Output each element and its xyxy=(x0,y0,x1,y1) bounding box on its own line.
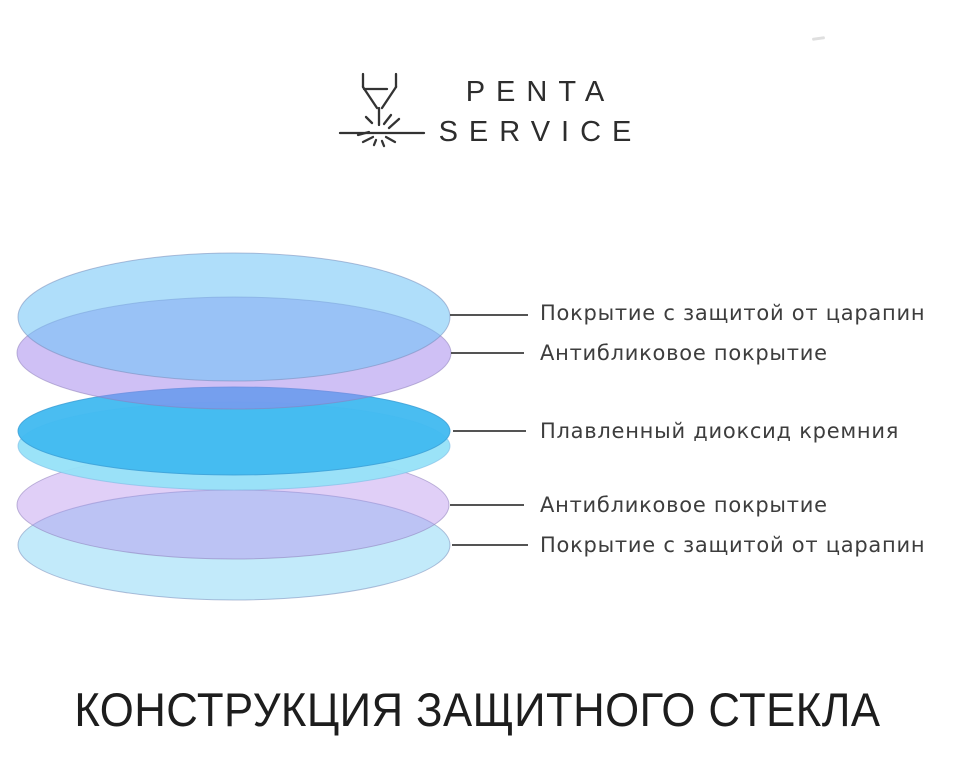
logo-line-service: SERVICE xyxy=(438,116,643,148)
layer-label-fused-silica: Плавленный диоксид кремния xyxy=(540,419,900,443)
logo-text: PENTA SERVICE xyxy=(418,72,652,152)
icon-spark xyxy=(380,139,386,148)
icon-line xyxy=(380,85,398,110)
layer-label-scratch-bottom: Покрытие с защитой от царапин xyxy=(540,533,926,557)
icon-spark xyxy=(372,138,378,147)
laser-engraver-icon xyxy=(338,72,426,148)
icon-spark xyxy=(382,113,393,126)
icon-spark xyxy=(361,135,375,144)
layer-scratch-coating-top xyxy=(17,252,451,382)
layer-label-antiglare-top: Антибликовое покрытие xyxy=(540,341,828,365)
layer-label-scratch-top: Покрытие с защитой от царапин xyxy=(540,301,926,325)
diagram-title: КОНСТРУКЦИЯ ЗАЩИТНОГО СТЕКЛА xyxy=(74,683,881,736)
logo-line-penta: PENTA xyxy=(465,76,616,108)
icon-spark xyxy=(384,135,397,144)
icon-line xyxy=(361,85,379,110)
icon-spark xyxy=(364,115,374,125)
layer-label-antiglare-bottom: Антибликовое покрытие xyxy=(540,493,828,517)
icon-spark xyxy=(356,130,371,137)
icon-spark xyxy=(387,117,401,130)
